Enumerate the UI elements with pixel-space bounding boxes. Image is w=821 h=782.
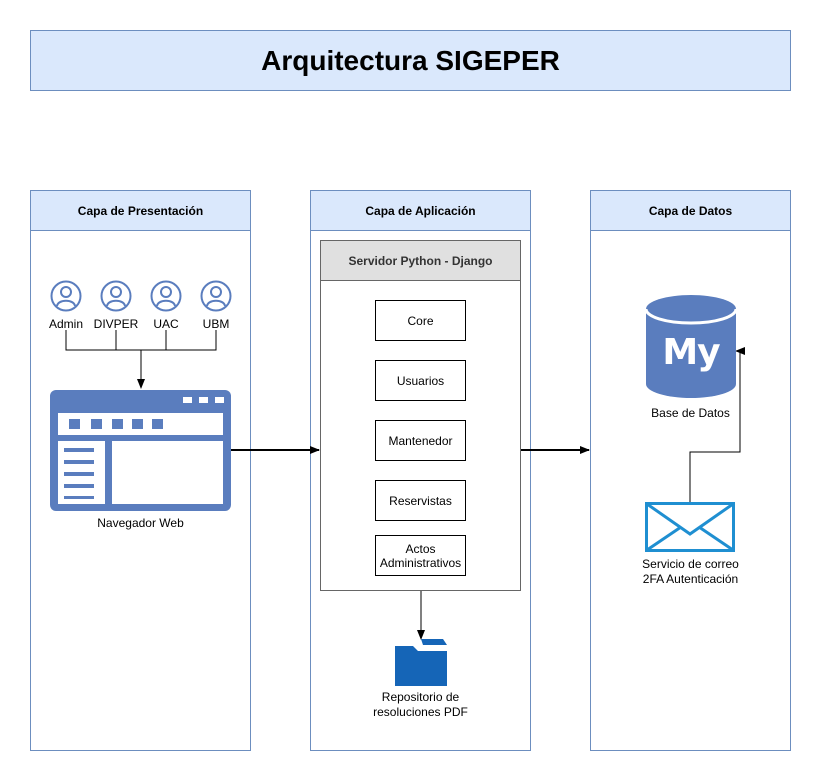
user-label-uac: UAC (153, 317, 179, 331)
mail-service-label: Servicio de correo 2FA Autenticación (642, 557, 739, 586)
module-core: Core (375, 300, 466, 341)
diagram-title: Arquitectura SIGEPER (30, 30, 791, 91)
user-label-ubm: UBM (202, 317, 230, 331)
module-usuarios: Usuarios (375, 360, 466, 401)
repository-label: Repositorio de resoluciones PDF (373, 690, 468, 719)
application-column-header: Capa de Aplicación (310, 190, 531, 231)
mail-to-database-connector (689, 347, 745, 502)
module-actos-administrativos: Actos Administrativos (375, 535, 466, 576)
user-label-divper: DIVPER (93, 317, 139, 331)
browser-window-icon (50, 390, 231, 511)
user-icon (200, 280, 232, 312)
database-logo-text: My (662, 332, 720, 373)
data-column-header: Capa de Datos (590, 190, 791, 231)
database-label: Base de Datos (651, 406, 730, 420)
module-mantenedor: Mantenedor (375, 420, 466, 461)
user-icon (150, 280, 182, 312)
django-server-header: Servidor Python - Django (320, 240, 521, 281)
browser-label: Navegador Web (97, 516, 184, 530)
mail-envelope-icon (645, 502, 735, 552)
user-label-admin: Admin (48, 317, 83, 331)
user-icon (50, 280, 82, 312)
folder-icon (395, 639, 447, 686)
django-server (320, 240, 521, 591)
presentation-column-header: Capa de Presentación (30, 190, 251, 231)
user-icon (100, 280, 132, 312)
mysql-database-icon (646, 295, 736, 398)
module-reservistas: Reservistas (375, 480, 466, 521)
users-to-browser-connector (65, 330, 217, 388)
